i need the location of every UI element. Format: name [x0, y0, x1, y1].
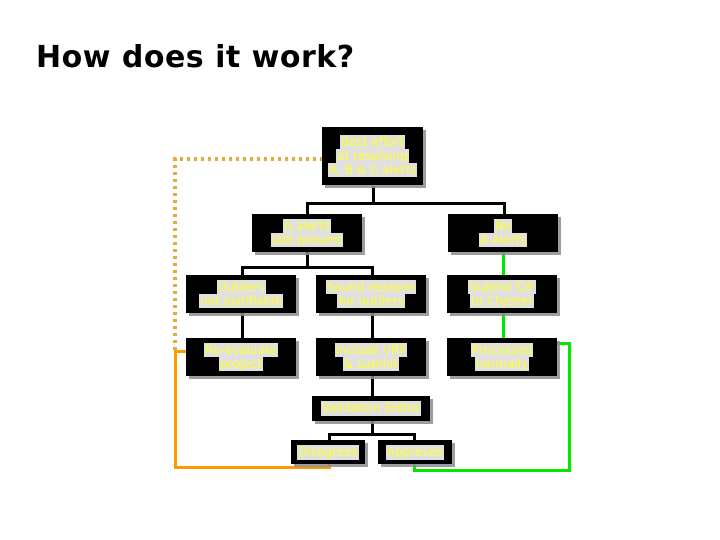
connector-to-outliers [241, 266, 244, 277]
dotted-connector-to-best-effort [173, 157, 323, 161]
node-line: Approves [385, 444, 445, 460]
node-re-evaluate-project[interactable]: Re-evaluate project [186, 338, 296, 376]
node-line: Submit CIF [468, 280, 536, 294]
node-disagrees[interactable]: Disagrees [291, 440, 365, 464]
node-validation-editor[interactable]: Validation Editor [312, 396, 430, 421]
connector-to-sound-reasons [371, 266, 374, 277]
green-connector-approves-down [413, 463, 416, 472]
connector-validation-editor-down [371, 421, 374, 435]
node-line: No [493, 219, 513, 233]
green-connector-no-a-alerts-to-submit-cif [502, 250, 505, 277]
node-line: Outliers [216, 280, 266, 294]
connector-row6-bus [328, 433, 416, 436]
node-approves[interactable]: Approves [378, 440, 452, 464]
connector-to-disagrees [328, 433, 331, 442]
connector-outliers-to-re-evaluate [241, 313, 244, 340]
node-line: Disagrees [297, 444, 359, 460]
node-line: to Chester [469, 294, 535, 308]
dotted-connector-left-riser [173, 158, 177, 354]
connector-to-approves [413, 433, 416, 442]
node-line: & submit [342, 357, 400, 371]
node-line: for outliers [337, 294, 405, 308]
green-connector-into-processed [556, 342, 571, 345]
connector-include-vrf-to-validation-editor [371, 376, 374, 398]
node-line: at resolving [336, 149, 409, 163]
node-outliers-not-justifiable[interactable]: Outliers not justifiable [186, 275, 296, 313]
orange-connector-into-re-evaluate [174, 350, 188, 353]
node-line: Best effort [339, 135, 406, 149]
node-line: A, B & C alerts [327, 163, 418, 177]
node-line: Processed [470, 343, 534, 357]
node-line: not justifiable [199, 294, 283, 308]
node-line: still present [270, 233, 344, 247]
node-no-a-alerts[interactable]: No A Alerts [448, 214, 558, 252]
connector-row3-bus [241, 266, 373, 269]
connector-best-effort-down [372, 186, 375, 204]
node-a-alerts[interactable]: A alerts still present [252, 214, 362, 252]
green-connector-submit-cif-to-processed [502, 313, 505, 340]
node-line: Include VRF [334, 343, 408, 357]
green-connector-right-riser [568, 342, 571, 472]
node-processed-normally[interactable]: Processed normally [447, 338, 557, 376]
node-best-effort[interactable]: Best effort at resolving A, B & C alerts [322, 127, 423, 185]
node-submit-cif-to-chester[interactable]: Submit CIF to Chester [447, 275, 557, 313]
node-line: Validation Editor [320, 401, 422, 416]
node-line: A Alerts [478, 233, 528, 247]
orange-connector-bottom-run [174, 466, 331, 469]
node-line: Re-evaluate [204, 343, 278, 357]
node-line: project [219, 357, 263, 371]
node-include-vrf-and-submit[interactable]: Include VRF & submit [316, 338, 426, 376]
connector-sound-reasons-to-include-vrf [371, 313, 374, 340]
connector-to-a-alerts [306, 202, 309, 216]
node-line: normally [474, 357, 530, 371]
node-line: Sound reasons [325, 280, 417, 294]
orange-connector-left-riser [174, 350, 177, 469]
green-connector-bottom-run [413, 469, 571, 472]
connector-to-no-a-alerts [503, 202, 506, 216]
connector-a-alerts-down [306, 252, 309, 268]
node-line: A alerts [283, 219, 331, 233]
node-sound-reasons-for-outliers[interactable]: Sound reasons for outliers [316, 275, 426, 313]
page-title: How does it work? [36, 40, 355, 75]
connector-row2-bus [306, 202, 506, 205]
